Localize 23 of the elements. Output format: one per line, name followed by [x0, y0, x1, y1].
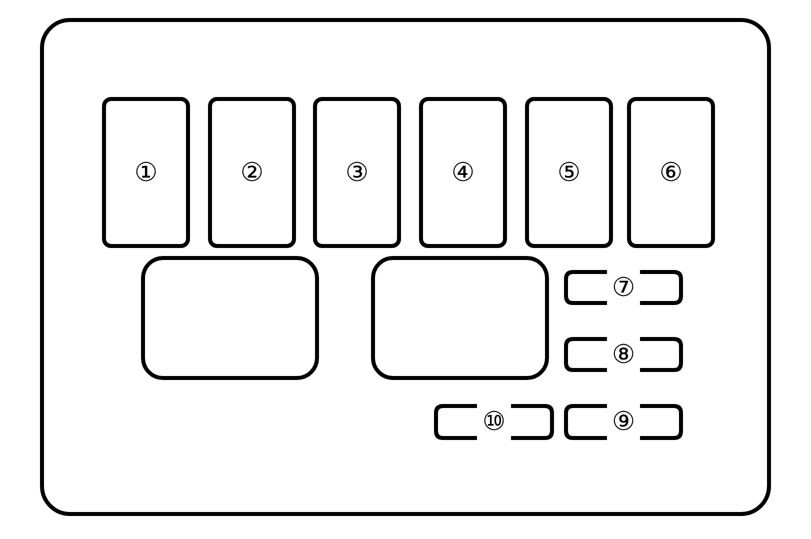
- mini-fuse-slot: [564, 337, 683, 372]
- fuse-number: ①: [134, 160, 158, 186]
- mini-fuse-slot: [434, 404, 554, 440]
- mini-fuse-slot: [564, 404, 683, 440]
- fuse-box-outline: [40, 18, 771, 516]
- fuse-number: ⑨: [612, 409, 636, 435]
- fuse-slot: [627, 97, 715, 248]
- fuse-slot: [208, 97, 296, 248]
- mini-fuse-slot: [564, 270, 683, 305]
- fuse-slot: [525, 97, 613, 248]
- fuse-number: ⑩: [482, 409, 506, 435]
- fuse-slot: [419, 97, 507, 248]
- fuse-slot: [313, 97, 401, 248]
- fuse-number: ③: [345, 160, 369, 186]
- relay-slot: [371, 256, 549, 380]
- fuse-number: ②: [240, 160, 264, 186]
- fuse-number: ⑦: [612, 274, 636, 300]
- fuse-number: ④: [451, 160, 475, 186]
- relay-slot: [141, 256, 319, 380]
- fuse-number: ⑥: [659, 160, 683, 186]
- fuse-number: ⑧: [612, 342, 636, 368]
- fuse-number: ⑤: [557, 160, 581, 186]
- fuse-slot: [102, 97, 190, 248]
